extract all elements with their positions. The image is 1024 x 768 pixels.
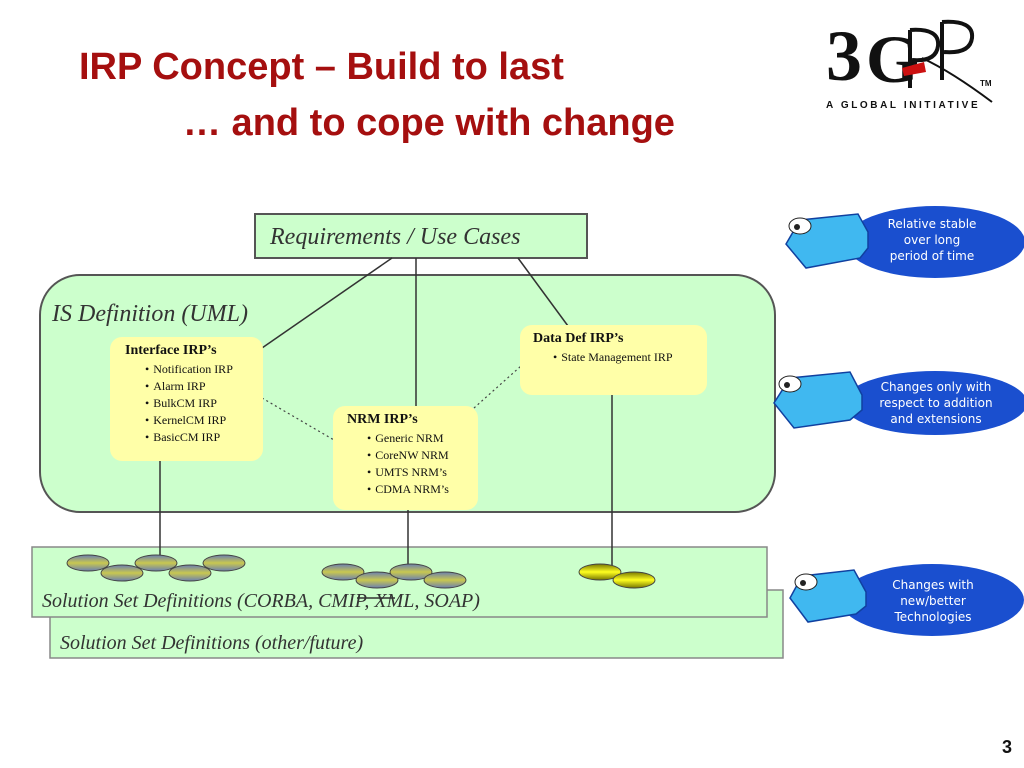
list-item: Alarm IRP (145, 378, 253, 395)
requirements-box (254, 213, 588, 259)
connector-line (261, 257, 393, 349)
slide-title: IRP Concept – Build to last (79, 46, 564, 88)
trademark-mark: TM (980, 79, 992, 88)
solution-ellipses-cmip (321, 563, 467, 589)
connector-line (517, 257, 569, 327)
callout-stable (785, 206, 1024, 278)
interface-irps-box: Interface IRP’s Notification IRP Alarm I… (110, 337, 263, 461)
slide-subtitle: … and to cope with change (183, 102, 675, 144)
list-item: Notification IRP (145, 361, 253, 378)
interface-irps-title: Interface IRP’s (125, 343, 217, 358)
page-number: 3 (1001, 737, 1012, 757)
svg-text:3: 3 (826, 16, 862, 96)
nrm-irps-title: NRM IRP’s (347, 412, 418, 427)
callout-additions-text: Changes only with respect to addition an… (879, 380, 993, 426)
data-def-irps-box: Data Def IRP’s State Management IRP (520, 325, 707, 395)
data-def-irps-title: Data Def IRP’s (533, 331, 624, 346)
3gpp-logo: 3 G TM (826, 16, 993, 103)
logo-tagline: A GLOBAL INITIATIVE (826, 100, 981, 111)
list-item: UMTS NRM’s (367, 464, 468, 481)
list-item: BasicCM IRP (145, 429, 253, 446)
list-item: BulkCM IRP (145, 395, 253, 412)
callout-additions (773, 371, 1024, 435)
solution-set-2-label: Solution Set Definitions (other/future) (60, 632, 364, 654)
requirements-label: Requirements / Use Cases (270, 224, 521, 250)
solution-set-1-label: Solution Set Definitions (CORBA, CMIP, X… (42, 590, 480, 612)
is-definition-label: IS Definition (UML) (52, 301, 248, 327)
list-item: Generic NRM (367, 430, 468, 447)
nrm-irps-box: NRM IRP’s Generic NRM CoreNW NRM UMTS NR… (333, 406, 478, 510)
list-item: State Management IRP (553, 349, 697, 366)
list-item: KernelCM IRP (145, 412, 253, 429)
list-item: CDMA NRM’s (367, 481, 468, 498)
callout-technologies-text: Changes with new/better Technologies (892, 578, 974, 624)
dotted-link (473, 365, 522, 409)
callout-technologies (789, 564, 1024, 636)
solution-ellipses-corba (66, 554, 246, 582)
list-item: CoreNW NRM (367, 447, 468, 464)
solution-ellipses-xml (578, 563, 656, 589)
callout-stable-text: Relative stable over long period of time (887, 217, 977, 263)
dotted-link (261, 397, 335, 441)
